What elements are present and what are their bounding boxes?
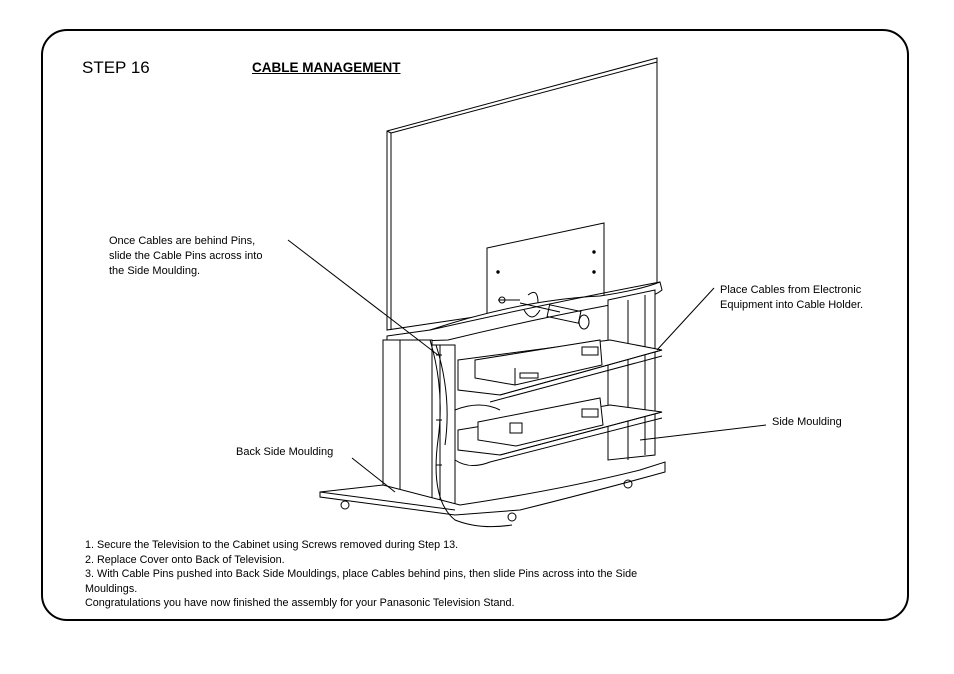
instruction-line: 2. Replace Cover onto Back of Television…: [85, 553, 285, 566]
stand-base: [319, 461, 666, 522]
instruction-line: 1. Secure the Television to the Cabinet …: [85, 539, 459, 551]
instruction-line: Congratulations you have now finished th…: [85, 597, 515, 609]
step-number: STEP 16: [82, 58, 150, 77]
callout-cable-holder: Place Cables from Electronic Equipment i…: [720, 284, 864, 311]
section-title: CABLE MANAGEMENT: [252, 60, 401, 75]
lower-shelf: [457, 397, 663, 463]
instruction-line: Mouldings.: [85, 582, 138, 595]
back-side-moulding-column: [382, 339, 456, 506]
cables: [429, 339, 513, 528]
television-panel: [386, 57, 658, 331]
screw-assembly: [498, 291, 590, 330]
middle-shelf: [457, 339, 663, 403]
page-frame: [41, 29, 909, 621]
callout-side-moulding: Side Moulding: [772, 416, 842, 428]
instructions-list: 1. Secure the Television to the Cabinet …: [85, 538, 765, 611]
stand-top-shelf: [386, 281, 663, 343]
instruction-line: 3. With Cable Pins pushed into Back Side…: [85, 568, 638, 580]
callout-back-side-moulding: Back Side Moulding: [236, 446, 334, 458]
side-moulding-column: [607, 289, 656, 461]
callout-cable-pins: Once Cables are behind Pins, slide the C…: [109, 235, 263, 277]
